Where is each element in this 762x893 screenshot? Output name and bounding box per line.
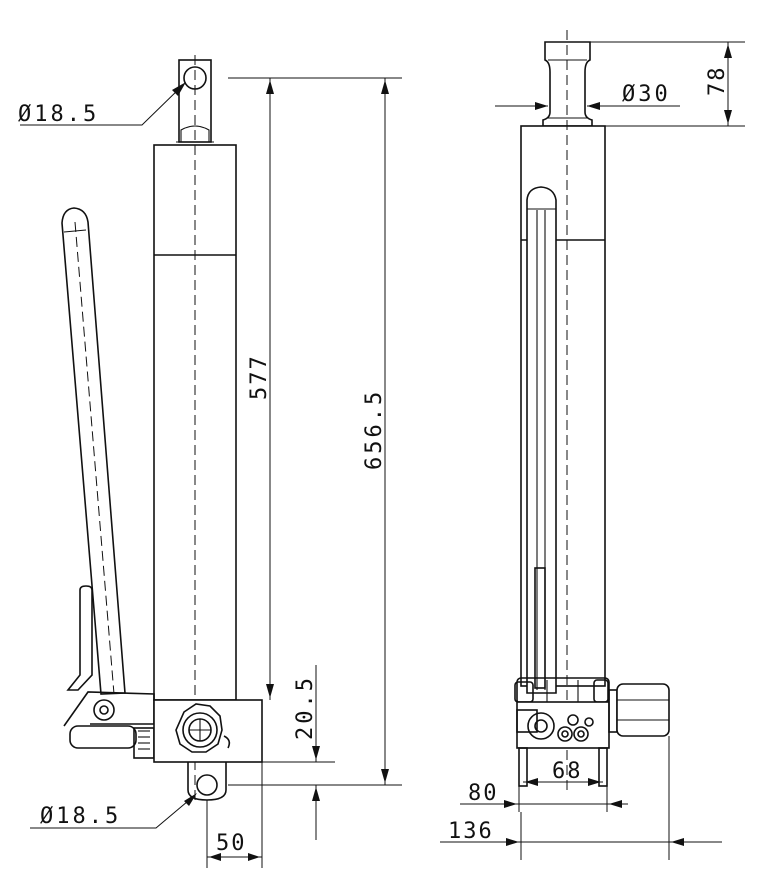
label-rod-diameter: Ø30 [622,82,671,107]
label-rod-height: 78 [705,66,730,97]
side-base-block [516,701,610,749]
label-bottom-eye-diameter: Ø18.5 [40,804,121,829]
label-overall-length: 656.5 [362,389,387,470]
bottom-eye [187,762,227,801]
dim-50: 50 [206,762,263,868]
dim-80: 80 [460,781,628,812]
label-depth-80: 80 [468,781,499,806]
front-view: Ø18.5 577 656.5 20.5 [18,55,402,868]
label-cylinder-length: 577 [247,354,272,400]
label-depth-136: 136 [448,819,494,844]
side-handle [526,186,557,694]
label-foot-width: 50 [216,831,247,856]
dim-136: 136 [440,736,722,860]
main-cylinder [153,55,237,800]
side-feet [518,747,608,787]
dim-68: 68 [523,759,603,786]
lever-handle [61,207,126,695]
dim-577: 577 [228,77,402,700]
dim-rod-diameter: Ø30 [495,82,680,110]
label-base-width: 68 [552,759,583,784]
pivot-block [63,691,155,759]
dim-top-eye: Ø18.5 [18,82,186,127]
label-base-offset: 20.5 [293,675,318,740]
dim-656: 656.5 [228,78,402,786]
label-top-eye-diameter: Ø18.5 [18,102,99,127]
lock-lever [66,585,93,691]
dim-bottom-eye: Ø18.5 [30,793,197,829]
dim-78: 78 [590,41,745,127]
release-knob [608,683,670,737]
base-block [153,699,263,763]
dim-20-5: 20.5 [262,665,335,840]
side-view: Ø30 78 68 80 [440,30,745,860]
